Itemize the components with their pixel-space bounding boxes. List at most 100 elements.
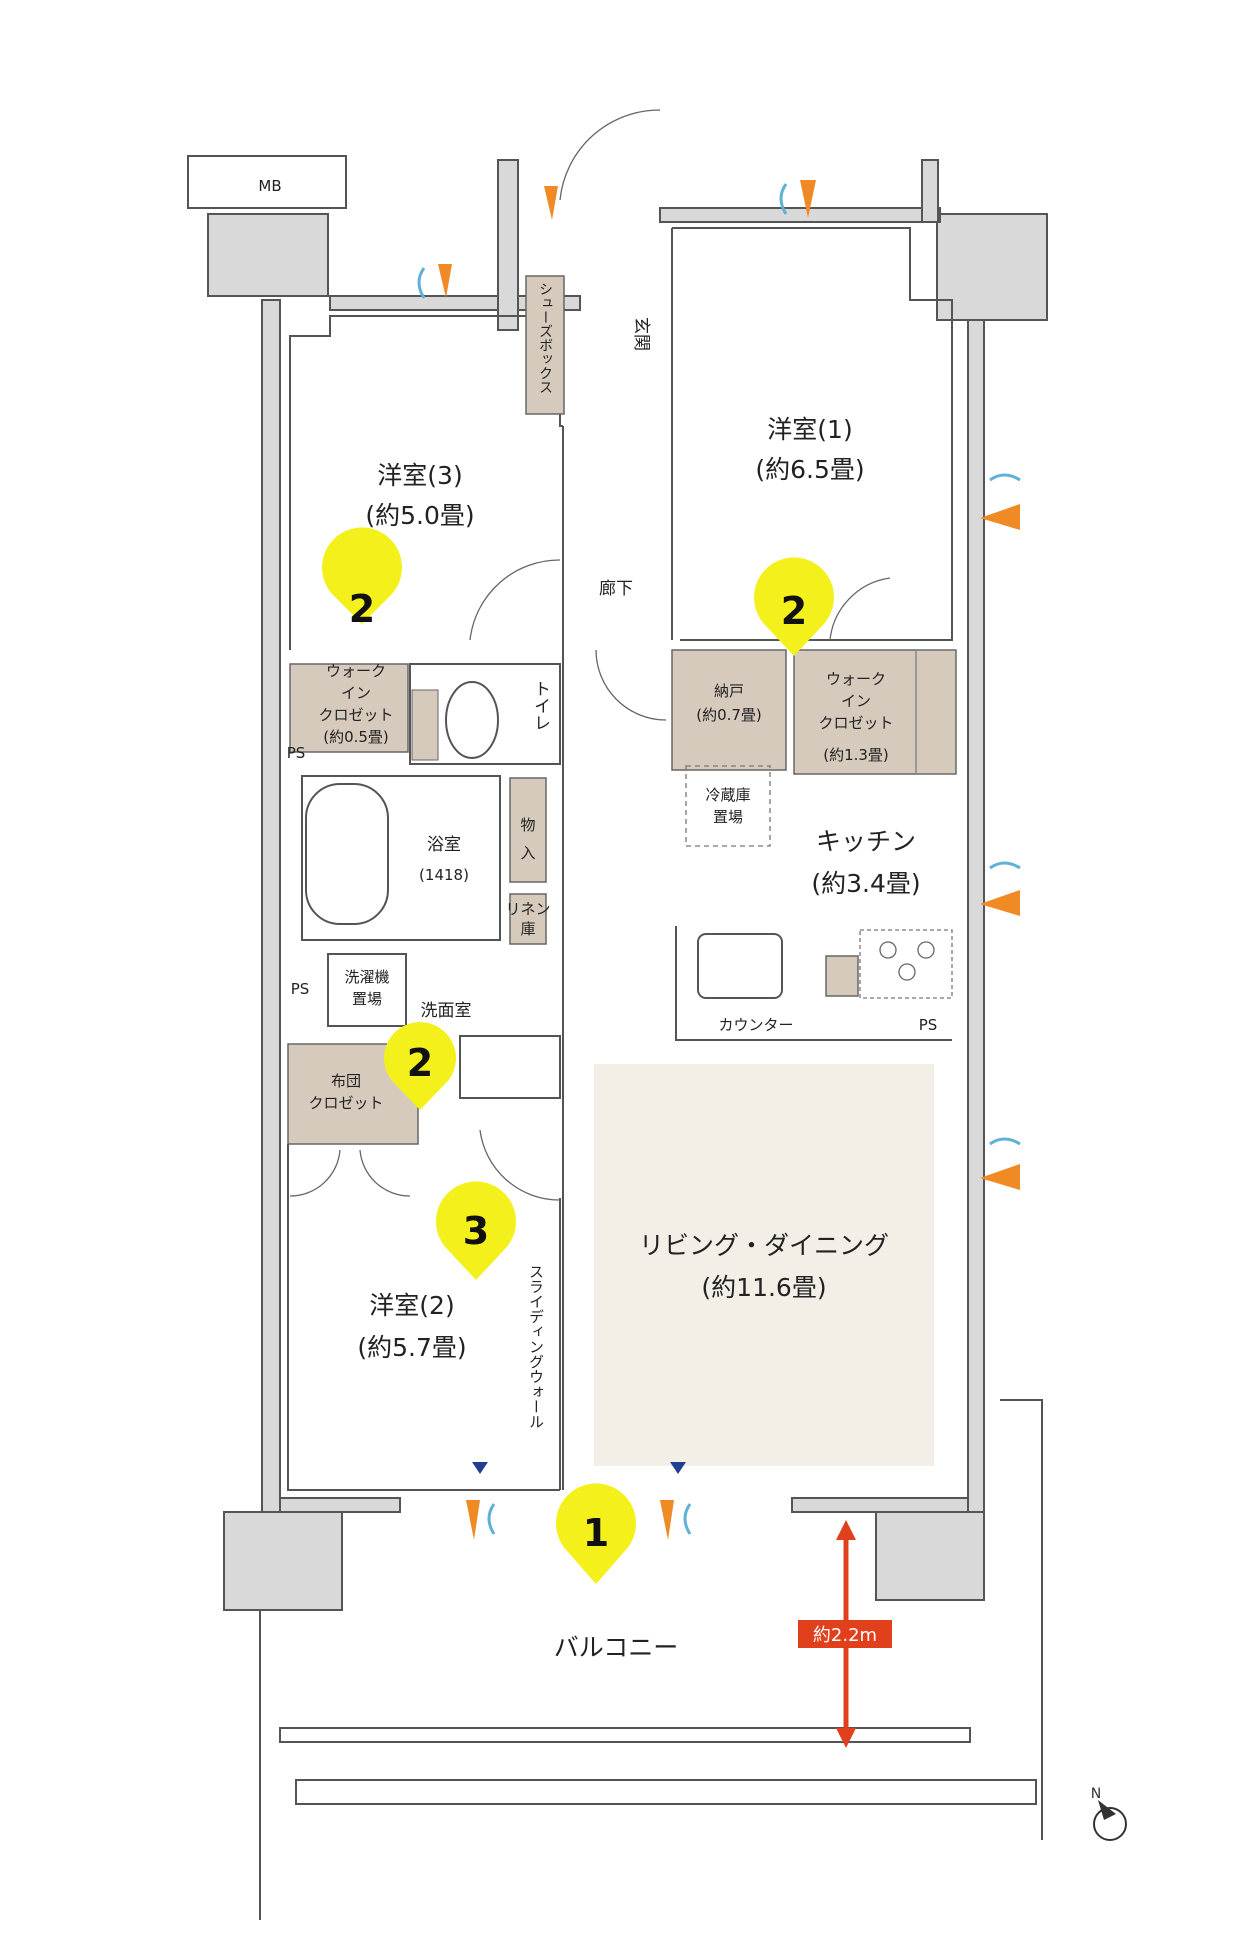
storeroom-label-1: 物 xyxy=(520,816,535,834)
wic-large-label-1: ウォーク xyxy=(826,670,886,688)
kitchen-size: (約3.4畳) xyxy=(811,869,920,898)
wash-basin xyxy=(459,1035,561,1099)
fridge-label-1: 冷蔵庫 xyxy=(705,786,750,804)
doors xyxy=(289,109,891,1201)
airflow-icon xyxy=(487,1503,496,1535)
airflow-icon xyxy=(438,264,452,298)
top-wall-room1 xyxy=(659,207,941,223)
toilet-label: トイレ xyxy=(530,680,550,731)
bathtub xyxy=(305,783,389,925)
wic-small-size: (約0.5畳) xyxy=(323,728,389,746)
storage-size: (約0.7畳) xyxy=(696,706,762,724)
room3-size: (約5.0畳) xyxy=(365,501,474,530)
interior-walls xyxy=(259,227,1043,1920)
airflow-icon xyxy=(660,1500,674,1540)
living-size: (約11.6畳) xyxy=(701,1273,826,1302)
airflow-icon xyxy=(779,183,788,215)
fridge-label-2: 置場 xyxy=(713,808,743,826)
wic-large-size: (約1.3畳) xyxy=(823,746,889,764)
column-top-left xyxy=(207,213,329,297)
sliding-wall-label: スライディングウォール xyxy=(527,1264,545,1429)
bottom-wall-left xyxy=(279,1497,401,1513)
stove xyxy=(859,929,953,999)
column-bottom-left xyxy=(223,1511,343,1611)
bath-name: 浴室 xyxy=(427,835,461,855)
storeroom xyxy=(509,777,547,883)
airflow-icon xyxy=(544,186,558,220)
window-marker-icon xyxy=(472,1462,488,1474)
bath-size: (1418) xyxy=(419,866,469,884)
ps-left-lower: PS xyxy=(291,980,310,998)
airflow-icon xyxy=(980,504,1020,530)
structure xyxy=(187,155,1048,1611)
window-marker-icon xyxy=(670,1462,686,1474)
fridge-space xyxy=(685,765,771,847)
futon-label-1: 布団 xyxy=(331,1072,361,1090)
svg-text:2: 2 xyxy=(349,587,375,631)
ps-kitchen: PS xyxy=(919,1016,938,1034)
wic-small-label-2: イン xyxy=(341,684,371,702)
futon-door-left xyxy=(289,1149,341,1197)
futon-door-right xyxy=(359,1149,411,1197)
entrance-label-1: 玄関 xyxy=(631,317,651,351)
airflow-icon xyxy=(989,1137,1021,1146)
shoe-box xyxy=(525,275,565,415)
storage-name: 納戸 xyxy=(714,682,744,700)
living-name: リビング・ダイニング xyxy=(639,1231,889,1260)
hallway-label: 廊下 xyxy=(599,579,633,599)
kitchen-name: キッチン xyxy=(816,827,916,856)
washer-label-2: 置場 xyxy=(352,990,382,1008)
linen-label-2: 庫 xyxy=(520,920,535,938)
entrance-left-wall xyxy=(497,159,519,331)
svg-text:3: 3 xyxy=(463,1209,489,1253)
washer-label-1: 洗濯機 xyxy=(344,968,389,986)
svg-text:2: 2 xyxy=(407,1041,433,1085)
room3-name: 洋室(3) xyxy=(377,461,462,490)
airflow-icon xyxy=(417,267,426,299)
balcony-depth-dimension: 約2.2m xyxy=(798,1520,892,1748)
markers: 2 2 2 3 1 xyxy=(322,527,835,1584)
depth-badge xyxy=(798,1620,892,1648)
wic-large-label-2: イン xyxy=(841,692,871,710)
balcony-edge xyxy=(295,1779,1037,1805)
wic-large xyxy=(793,649,957,775)
balcony-railing xyxy=(279,1727,971,1743)
room2-name: 洋室(2) xyxy=(369,1291,454,1320)
mb-label: MB xyxy=(258,177,281,195)
shoe-box-label: シューズボックス xyxy=(537,282,553,394)
compass-icon xyxy=(1093,1807,1127,1841)
ps-left-upper: PS xyxy=(287,744,306,762)
airflow-icon xyxy=(800,180,816,218)
airflow-icon xyxy=(683,1503,692,1535)
marker-2-futon: 2 xyxy=(384,1022,456,1110)
washroom-label: 洗面室 xyxy=(421,1001,472,1021)
toilet-bowl xyxy=(445,681,499,759)
airflow-icon xyxy=(989,861,1021,870)
wic-small xyxy=(289,663,409,753)
column-top-right xyxy=(936,213,1048,321)
svg-text:2: 2 xyxy=(781,589,807,633)
entrance-door xyxy=(559,109,661,201)
bottom-wall-right xyxy=(791,1497,969,1513)
bath-room xyxy=(301,775,501,941)
balcony-label: バルコニー xyxy=(554,1633,679,1662)
labels: MB 玄関 シューズボックス 廊下 洋室(1) (約6.5畳) 洋室(3) (約… xyxy=(258,177,937,1662)
airflow-icon xyxy=(466,1500,480,1540)
mb-box xyxy=(187,155,347,209)
linen-label-1: リネン xyxy=(505,900,550,918)
toilet-room xyxy=(409,663,561,765)
compass: N xyxy=(1091,1786,1127,1841)
north-label: N xyxy=(1091,1786,1101,1802)
kitchen-sink xyxy=(697,933,783,999)
futon-label-2: クロゼット xyxy=(308,1094,383,1112)
room1-name: 洋室(1) xyxy=(767,415,852,444)
living-floor xyxy=(594,1064,934,1466)
room2-door xyxy=(479,1129,561,1201)
counter-label: カウンター xyxy=(718,1016,793,1034)
arrow-down-icon xyxy=(836,1728,856,1748)
airflow-icons xyxy=(417,180,1021,1540)
kitchen-cabinet xyxy=(825,955,859,997)
arrow-up-icon xyxy=(836,1520,856,1540)
room1-size: (約6.5畳) xyxy=(755,455,864,484)
